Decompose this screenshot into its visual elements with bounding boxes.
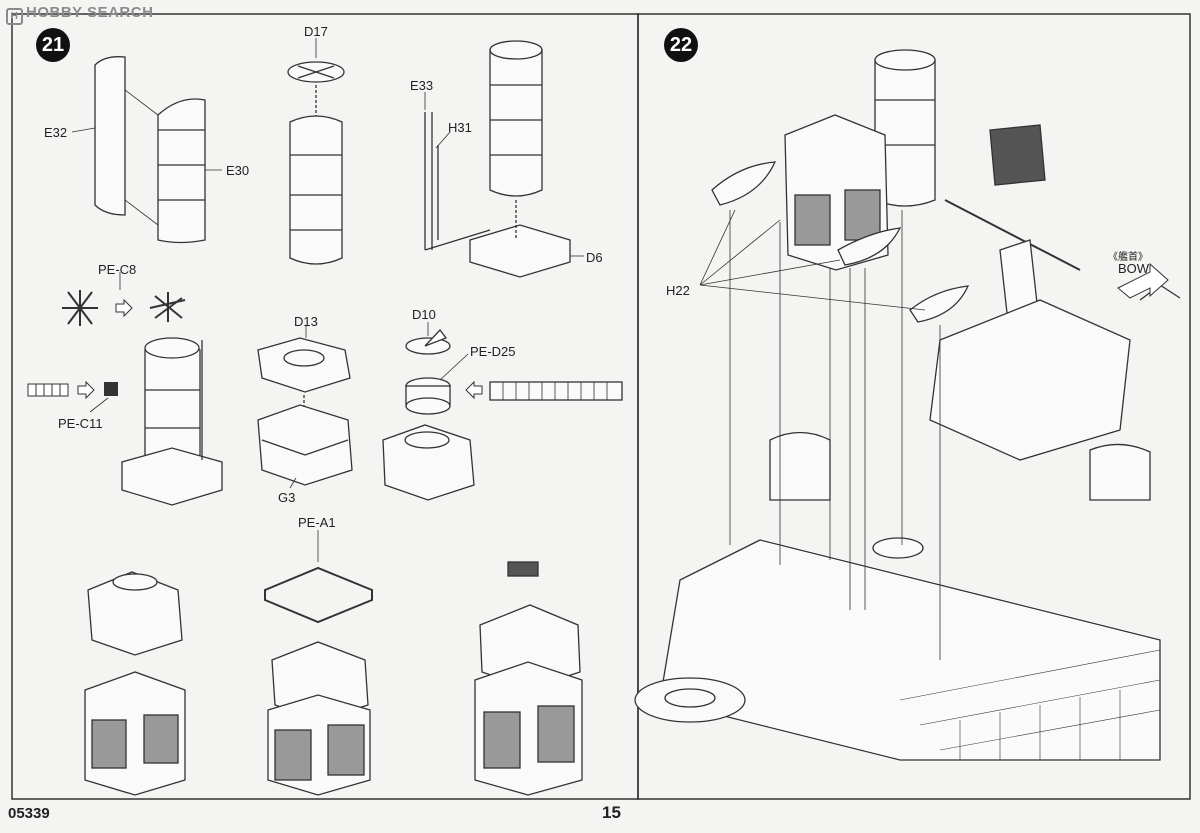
part-label: D17 xyxy=(304,24,328,39)
pe-d25-strip-marks xyxy=(427,322,608,400)
pe-c8-part-diagram xyxy=(62,290,186,326)
step-number-badge: 22 xyxy=(664,28,698,62)
platform-d10-assembly-diagram xyxy=(382,328,623,501)
watermark-logo-icon: H xyxy=(6,8,23,25)
funnel-halves-diagram xyxy=(94,56,206,244)
watermark-text: HOBBY SEARCH xyxy=(26,4,154,21)
arrow-icon xyxy=(115,298,133,318)
part-label: E33 xyxy=(410,78,434,93)
part-label: D10 xyxy=(412,307,436,322)
label-leaders-21a xyxy=(71,38,317,171)
product-code: 05339 xyxy=(8,805,50,822)
part-label: H22 xyxy=(666,283,690,298)
funnel-d17-diagram xyxy=(287,61,345,265)
arrow-icon xyxy=(465,380,483,400)
part-label: D6 xyxy=(586,250,603,265)
funnel-base-assembly-diagram xyxy=(121,337,223,506)
part-label: PE-D25 xyxy=(470,344,516,359)
ship-hull-lines xyxy=(899,649,1161,760)
part-label: PE-A1 xyxy=(298,515,336,530)
part-label: H31 xyxy=(448,120,472,135)
funnel-d6-diagram xyxy=(424,40,571,278)
bridge-assembly-left-diagram xyxy=(84,571,186,796)
part-label: PE-C11 xyxy=(58,416,103,431)
assembly-guide-lines xyxy=(699,209,941,660)
pe-c11-part-diagram xyxy=(27,380,118,413)
bow-label: BOW xyxy=(1118,261,1150,276)
bridge-assembly-right-diagram xyxy=(474,561,583,796)
bow-direction-arrow-icon xyxy=(1117,262,1169,299)
label-leaders-21b xyxy=(424,92,584,257)
step-22-panel xyxy=(637,13,1191,800)
ship-superstructure-diagram xyxy=(634,49,1181,761)
bridge-assembly-middle-diagram xyxy=(264,566,373,796)
part-label: E32 xyxy=(44,125,68,140)
bow-label-cn: 《艦首》 xyxy=(1108,252,1148,263)
part-label: G3 xyxy=(278,490,296,505)
part-label: E30 xyxy=(226,163,250,178)
step-number-badge: 21 xyxy=(36,28,70,62)
platform-d13-g3-diagram xyxy=(257,337,353,486)
page-number: 15 xyxy=(602,803,621,822)
part-label: PE-C8 xyxy=(98,262,137,277)
part-label: D13 xyxy=(294,314,318,329)
